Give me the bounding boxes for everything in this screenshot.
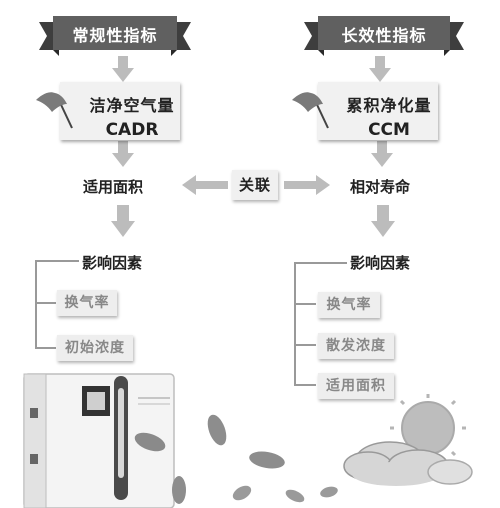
left-header-title: 常规性指标 bbox=[72, 26, 158, 45]
left-factors-title: 影响因素 bbox=[82, 254, 143, 272]
leaf-icon bbox=[172, 476, 186, 504]
factor-item: 换气率 bbox=[318, 292, 380, 318]
leaf-icon bbox=[249, 451, 285, 469]
left-header-ribbon bbox=[39, 16, 191, 56]
leaf-icon bbox=[207, 414, 227, 446]
factor-item: 初始浓度 bbox=[57, 335, 133, 361]
arrow-down-icon bbox=[371, 205, 395, 237]
flag-icon bbox=[36, 92, 73, 129]
ccm-abbr: CCM bbox=[368, 120, 410, 140]
ccm-box: 累积净化量 CCM bbox=[318, 82, 438, 140]
arrow-down-icon bbox=[369, 56, 391, 82]
leaf-icon bbox=[320, 486, 338, 498]
leaf-icon bbox=[285, 489, 305, 503]
arrow-left-icon bbox=[182, 175, 228, 195]
right-header-title: 长效性指标 bbox=[341, 26, 427, 45]
ccm-title: 累积净化量 bbox=[346, 96, 432, 115]
applicable-area-label: 适用面积 bbox=[83, 178, 144, 196]
air-purifier-illustration bbox=[23, 373, 175, 508]
arrow-down-icon bbox=[371, 141, 393, 167]
link-box: 关联 bbox=[232, 170, 278, 200]
arrow-right-icon bbox=[284, 175, 330, 195]
arrow-down-icon bbox=[112, 141, 134, 167]
factor-item: 换气率 bbox=[57, 290, 117, 316]
arrow-down-icon bbox=[112, 56, 134, 82]
cadr-abbr: CADR bbox=[105, 120, 159, 140]
flag-icon bbox=[292, 92, 329, 129]
right-header-ribbon bbox=[304, 16, 464, 56]
cadr-box: 洁净空气量 CADR bbox=[60, 82, 180, 140]
relative-life-label: 相对寿命 bbox=[350, 178, 411, 196]
leaf-icon bbox=[232, 485, 252, 501]
factor-item: 适用面积 bbox=[318, 373, 394, 399]
factor-item: 散发浓度 bbox=[318, 333, 394, 359]
left-tree-lines bbox=[35, 260, 79, 349]
right-tree-lines bbox=[294, 262, 347, 386]
arrow-down-icon bbox=[111, 205, 135, 237]
cloud-icon bbox=[343, 441, 473, 486]
right-factors-title: 影响因素 bbox=[350, 254, 411, 272]
sun-cloud-illustration bbox=[343, 394, 473, 486]
cadr-title: 洁净空气量 bbox=[89, 96, 175, 115]
